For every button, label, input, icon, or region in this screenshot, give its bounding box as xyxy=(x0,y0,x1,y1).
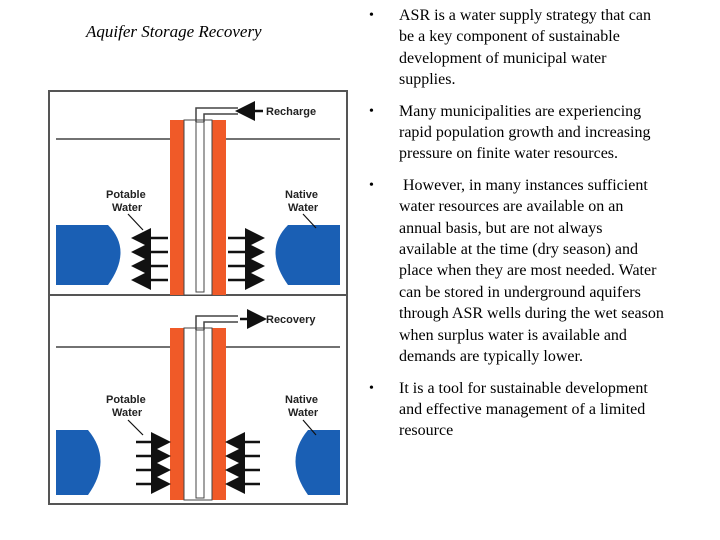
potable-water-zone xyxy=(56,225,121,285)
potable-water-zone xyxy=(56,430,101,495)
well-casing-left xyxy=(170,328,184,500)
pipe-elbow xyxy=(195,107,238,122)
pipe-elbow xyxy=(203,321,238,330)
extraction-pipe xyxy=(195,329,205,499)
injection-pipe xyxy=(195,121,205,293)
bullet-item: • It is a tool for sustainable developme… xyxy=(364,378,664,442)
recharge-panel: Recharge Potable Water Native Water xyxy=(56,101,340,296)
well-casing-right xyxy=(212,120,226,295)
asr-diagram: Recharge Potable Water Native Water xyxy=(48,90,348,505)
potable-water-label: Potable xyxy=(106,189,146,201)
pointer-line xyxy=(302,213,317,229)
bullet-text: Many municipalities are experiencing rap… xyxy=(399,102,651,163)
pointer-line xyxy=(127,419,144,436)
pipe-elbow xyxy=(195,315,238,330)
native-water-zone xyxy=(295,430,340,495)
bullet-item: • ASR is a water supply strategy that ca… xyxy=(364,5,664,91)
native-water-zone xyxy=(275,225,340,285)
pipe-elbow xyxy=(203,113,238,122)
well-casing-left xyxy=(170,120,184,295)
native-water-label: Water xyxy=(288,407,319,419)
bullet-marker: • xyxy=(369,8,374,23)
inward-flow-arrows xyxy=(136,432,260,494)
bullet-marker: • xyxy=(369,103,374,119)
potable-water-label: Potable xyxy=(106,394,146,406)
well-casing-right xyxy=(212,328,226,500)
bullet-text: However, in many instances sufficient wa… xyxy=(399,176,668,366)
recharge-label: Recharge xyxy=(266,106,316,118)
potable-water-label: Water xyxy=(112,202,143,214)
native-water-label: Water xyxy=(288,202,319,214)
recovery-label: Recovery xyxy=(266,314,316,326)
bullet-list: • ASR is a water supply strategy that ca… xyxy=(364,5,664,442)
bullet-item: • However, in many instances sufficient … xyxy=(364,175,664,368)
potable-water-label: Water xyxy=(112,407,143,419)
bullet-marker: • xyxy=(369,380,374,396)
bullet-marker: • xyxy=(369,177,374,193)
pointer-line xyxy=(127,213,144,231)
slide-title: Aquifer Storage Recovery xyxy=(86,22,262,41)
bullet-text: It is a tool for sustainable development… xyxy=(399,379,648,440)
native-water-label: Native xyxy=(285,394,318,406)
pointer-line xyxy=(302,419,317,436)
asr-diagram-svg: Recharge Potable Water Native Water xyxy=(48,90,348,505)
bullet-item: • Many municipalities are experiencing r… xyxy=(364,101,664,165)
bullet-text: ASR is a water supply strategy that can … xyxy=(399,7,651,89)
native-water-label: Native xyxy=(285,189,318,201)
outward-flow-arrows xyxy=(131,228,265,290)
recovery-panel: Recovery Potable Water Native Water xyxy=(56,309,340,501)
